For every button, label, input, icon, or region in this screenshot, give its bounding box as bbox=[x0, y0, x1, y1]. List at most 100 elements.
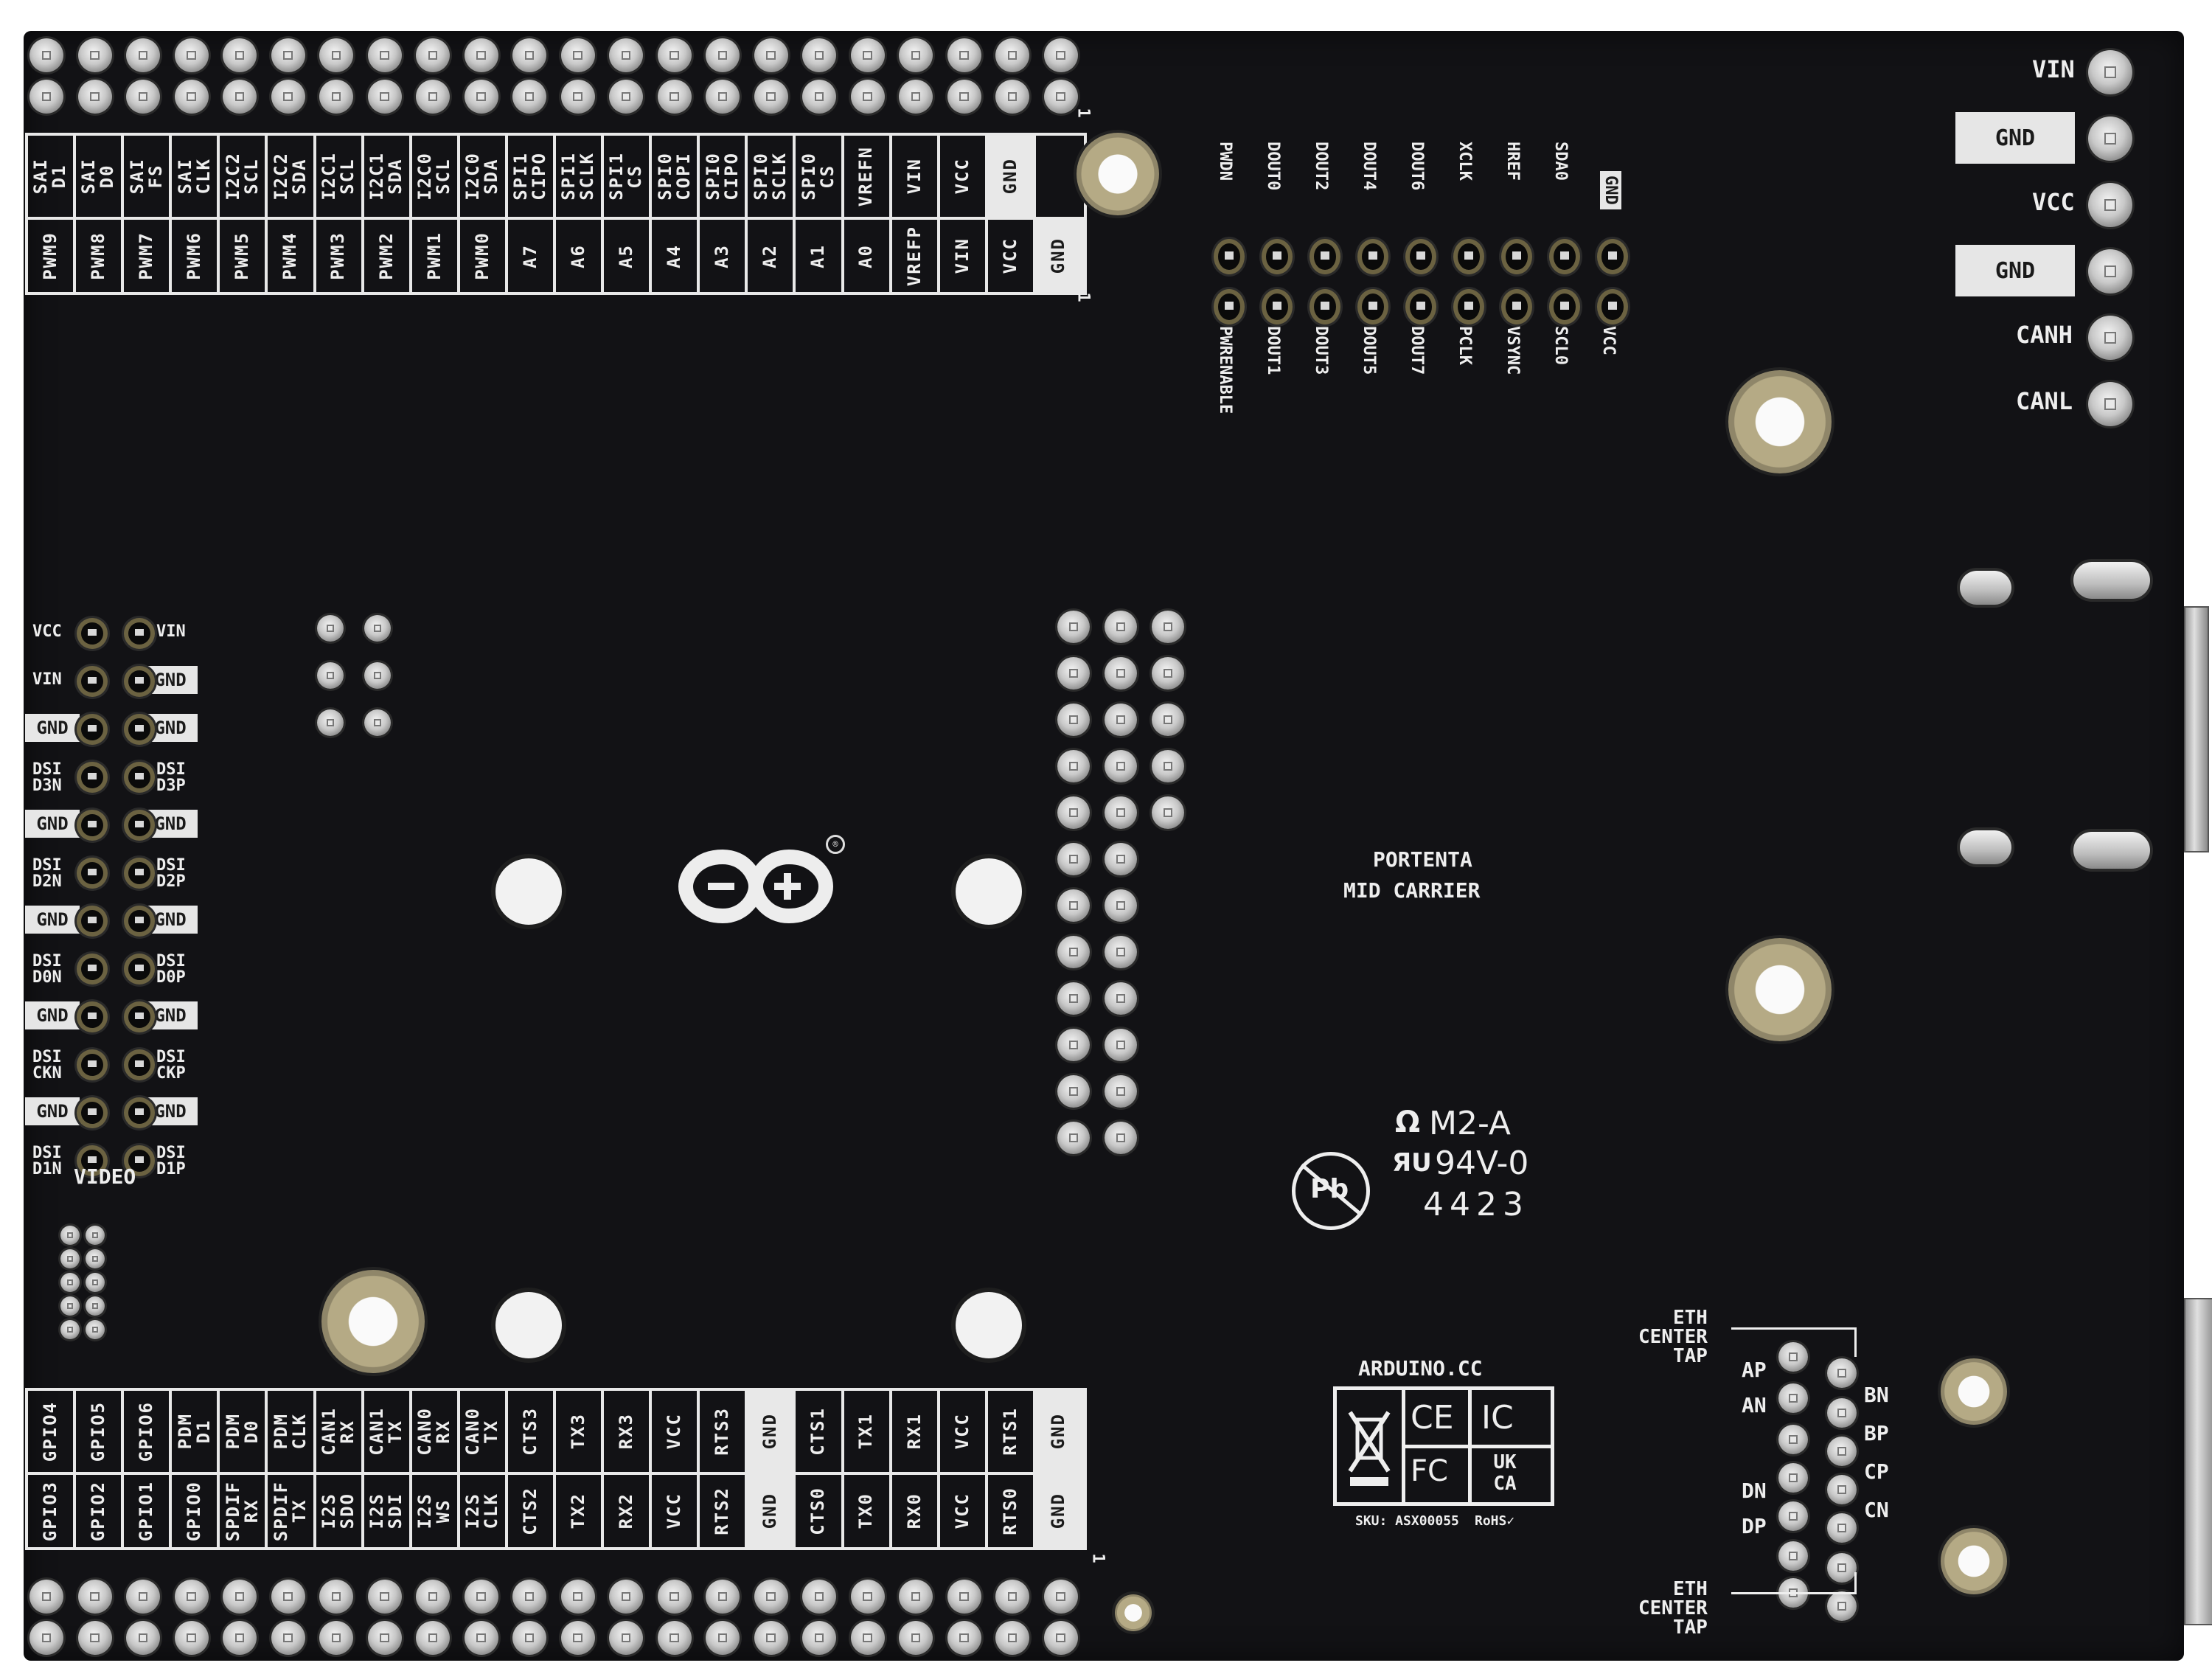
eth-pin bbox=[1778, 1383, 1808, 1413]
pin-label: VREFN bbox=[855, 145, 877, 207]
power-pin bbox=[2088, 316, 2132, 360]
camera-pin-label: PCLK bbox=[1455, 326, 1474, 365]
pin-label: GND bbox=[1047, 1413, 1068, 1450]
header-pin bbox=[512, 38, 546, 72]
header-pin bbox=[802, 1580, 836, 1614]
header-pin bbox=[416, 1580, 450, 1614]
pin-label-cell: RX0 bbox=[892, 1472, 940, 1550]
pin-label-cell: VIN bbox=[892, 136, 940, 217]
power-pin bbox=[2088, 183, 2132, 227]
pin-label: PWM7 bbox=[136, 232, 157, 280]
pin-label-cell: GND bbox=[1035, 1472, 1084, 1550]
usb-c-connector[interactable] bbox=[2184, 606, 2209, 852]
center-pad bbox=[1105, 657, 1137, 690]
small-header-pin bbox=[86, 1273, 105, 1292]
board-subtitle: MID CARRIER bbox=[1343, 878, 1481, 903]
ul-logo-icon: Ω bbox=[1395, 1105, 1421, 1139]
pin-label-cell: VCC bbox=[940, 1472, 988, 1550]
pin-label: SPI0 COPI bbox=[654, 152, 694, 201]
pin-label: PWM3 bbox=[327, 232, 349, 280]
camera-pin-label: GND bbox=[1600, 171, 1621, 209]
power-pin bbox=[2088, 382, 2132, 426]
center-pad bbox=[1057, 750, 1090, 782]
small-header-pin bbox=[364, 615, 391, 642]
header-pin bbox=[319, 1580, 353, 1614]
camera-pin-label: DOUT3 bbox=[1312, 326, 1330, 375]
center-pad bbox=[1105, 796, 1137, 829]
pin-label-cell: I2S WS bbox=[412, 1472, 460, 1550]
pin-label-cell: SAI CLK bbox=[172, 136, 220, 217]
power-pin-label: CANL bbox=[2016, 387, 2073, 415]
pin-label: SPI0 SCLK bbox=[750, 152, 790, 201]
pin-label-cell: VCC bbox=[988, 217, 1036, 295]
small-header-pin bbox=[86, 1249, 105, 1268]
pin-label-cell: TX1 bbox=[844, 1391, 892, 1472]
pin-label: CTS1 bbox=[807, 1407, 829, 1456]
brand-url: ARDUINO.CC bbox=[1358, 1356, 1483, 1380]
pin-label: PWM6 bbox=[184, 232, 205, 280]
header-pin bbox=[416, 80, 450, 114]
header-pin bbox=[802, 1621, 836, 1655]
header-pin bbox=[609, 80, 643, 114]
video-pin-hole bbox=[81, 766, 103, 788]
pin-label-cell: VCC bbox=[652, 1391, 700, 1472]
pin-label-cell: RX3 bbox=[604, 1391, 653, 1472]
pin-label-cell: A4 bbox=[652, 217, 700, 295]
pin-label: PWM4 bbox=[279, 232, 301, 280]
pin-label-cell: SPI0 CIPO bbox=[700, 136, 748, 217]
center-pad bbox=[1057, 704, 1090, 736]
pin-label-cell: SPI1 CIPO bbox=[508, 136, 556, 217]
eth-pin bbox=[1827, 1513, 1857, 1543]
pin-label: A3 bbox=[712, 243, 733, 268]
pin-label-cell: PWM1 bbox=[412, 217, 460, 295]
video-pin-hole bbox=[81, 910, 103, 932]
small-header-pin bbox=[60, 1273, 80, 1292]
video-pin-label: DSI CKN bbox=[32, 1048, 62, 1083]
camera-pin-label: DOUT1 bbox=[1264, 326, 1282, 375]
pin-label-cell: GND bbox=[987, 136, 1036, 217]
header-pin bbox=[29, 38, 63, 72]
center-pad bbox=[1057, 611, 1090, 643]
pin-label: RTS0 bbox=[999, 1487, 1020, 1535]
small-header-pin bbox=[86, 1320, 105, 1339]
pin-label: I2C0 SCL bbox=[414, 152, 454, 201]
center-pad bbox=[1057, 1029, 1090, 1061]
header-pin bbox=[77, 1621, 112, 1655]
rj45-mounting-hole bbox=[1941, 1358, 2007, 1425]
pin-label: SPI1 CS bbox=[606, 152, 646, 201]
pin-label-cell: SPI0 COPI bbox=[652, 136, 700, 217]
video-pin-hole bbox=[128, 1102, 150, 1124]
camera-pin-label: DOUT6 bbox=[1408, 142, 1426, 191]
header-pin bbox=[850, 80, 885, 114]
pin-label: RTS3 bbox=[712, 1407, 733, 1456]
pin-label: GND bbox=[759, 1413, 781, 1450]
pin-label: A2 bbox=[759, 243, 781, 268]
header-pin bbox=[512, 80, 546, 114]
video-pin-label: GND bbox=[143, 1001, 198, 1029]
center-pad bbox=[1057, 657, 1090, 690]
board-name: PORTENTA bbox=[1373, 847, 1472, 872]
eth-pin bbox=[1827, 1358, 1857, 1388]
top-header-pin1-marker: 1 bbox=[1074, 108, 1093, 118]
video-pin-label: GND bbox=[25, 1001, 80, 1029]
header-pin bbox=[512, 1621, 546, 1655]
header-pin bbox=[706, 1621, 740, 1655]
power-pin-label: GND bbox=[1955, 245, 2075, 296]
header-pin bbox=[706, 38, 740, 72]
header-pin bbox=[706, 1580, 740, 1614]
pin-label: SPDIF RX bbox=[222, 1480, 262, 1542]
pin-label-cell: PWM5 bbox=[220, 217, 268, 295]
pin-label-cell: VREFP bbox=[892, 217, 940, 295]
ethernet-rj45-connector[interactable] bbox=[2184, 1298, 2212, 1625]
pin-label: PWM0 bbox=[471, 232, 493, 280]
power-pin-label: VCC bbox=[2032, 188, 2075, 216]
pin-label: GPIO2 bbox=[88, 1480, 109, 1542]
header-pin bbox=[1043, 38, 1078, 72]
header-pin bbox=[560, 1621, 595, 1655]
pin-label-cell: GPIO3 bbox=[28, 1472, 77, 1550]
usb-c-shield-pad bbox=[2073, 562, 2150, 599]
video-pin-label: DSI D2N bbox=[32, 856, 62, 891]
center-pad bbox=[1105, 936, 1137, 968]
pin-label-cell: CTS0 bbox=[796, 1472, 844, 1550]
pin-label: CTS3 bbox=[519, 1407, 540, 1456]
